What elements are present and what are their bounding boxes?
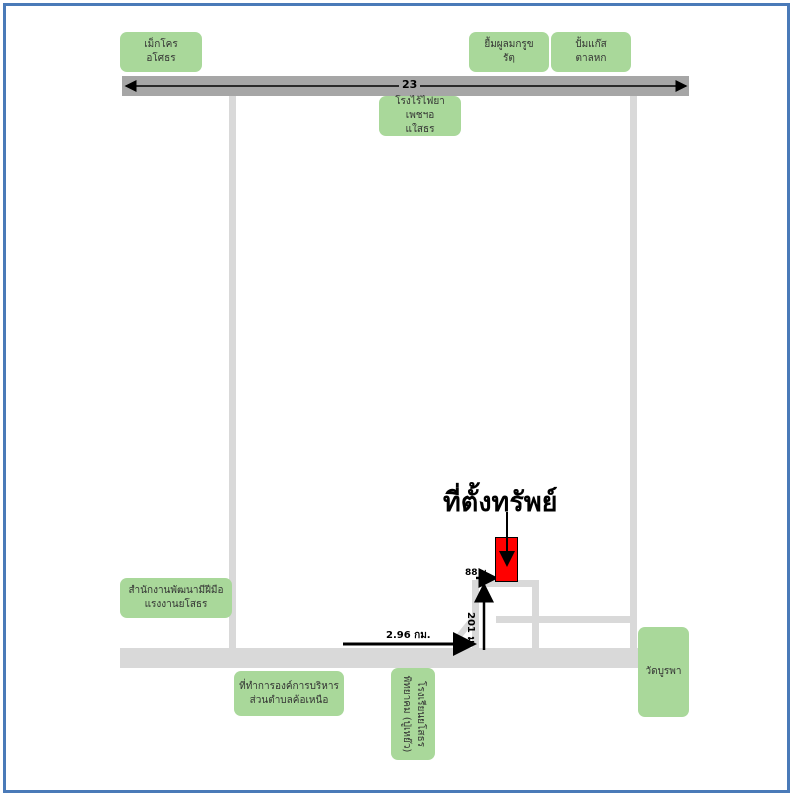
distance-label-vertical: 201 ม.	[465, 612, 476, 647]
landmark-gas-station-2: ปั้มแก๊ส ตาลหก	[551, 32, 631, 72]
property-title: ที่ตั้งทรัพย์	[443, 487, 558, 518]
landmark-makro: เม็กโคร อโศธร	[120, 32, 202, 72]
landmark-factory: โรงไร้ไฟยาเพชฯอ แใสธร	[379, 96, 461, 136]
road-left-vertical	[229, 96, 236, 648]
landmark-school: โรงเรียนยโสธร พิทยาคม (ปู่เหย๊ว)	[391, 668, 435, 760]
main-road-bottom	[120, 648, 639, 668]
landmark-tambon-office: ที่ทำการองค์การบริหาร ส่วนตำบลค้อเหนือ	[234, 671, 344, 716]
highway-number-label: 23	[399, 78, 421, 91]
landmark-school-label: โรงเรียนยโสธร พิทยาคม (ปู่เหย๊ว)	[401, 675, 426, 753]
road-right-vertical	[630, 96, 637, 648]
distance-label-main: 2.96 กม.	[386, 630, 431, 641]
side-road-left	[472, 581, 479, 648]
landmark-labour-office: สำนักงานพัฒนามีฝีมือ แรงงานยโสธร	[120, 578, 232, 618]
distance-label-short: 88 ม.	[465, 568, 491, 578]
side-road-top	[472, 580, 539, 587]
landmark-wat-burapha: วัดบูรพา	[638, 627, 689, 717]
side-road-right	[532, 581, 539, 648]
side-road-mid	[496, 616, 637, 623]
landmark-gas-station-1: ยื้มผูลมกรูข รัตฺ	[469, 32, 549, 72]
